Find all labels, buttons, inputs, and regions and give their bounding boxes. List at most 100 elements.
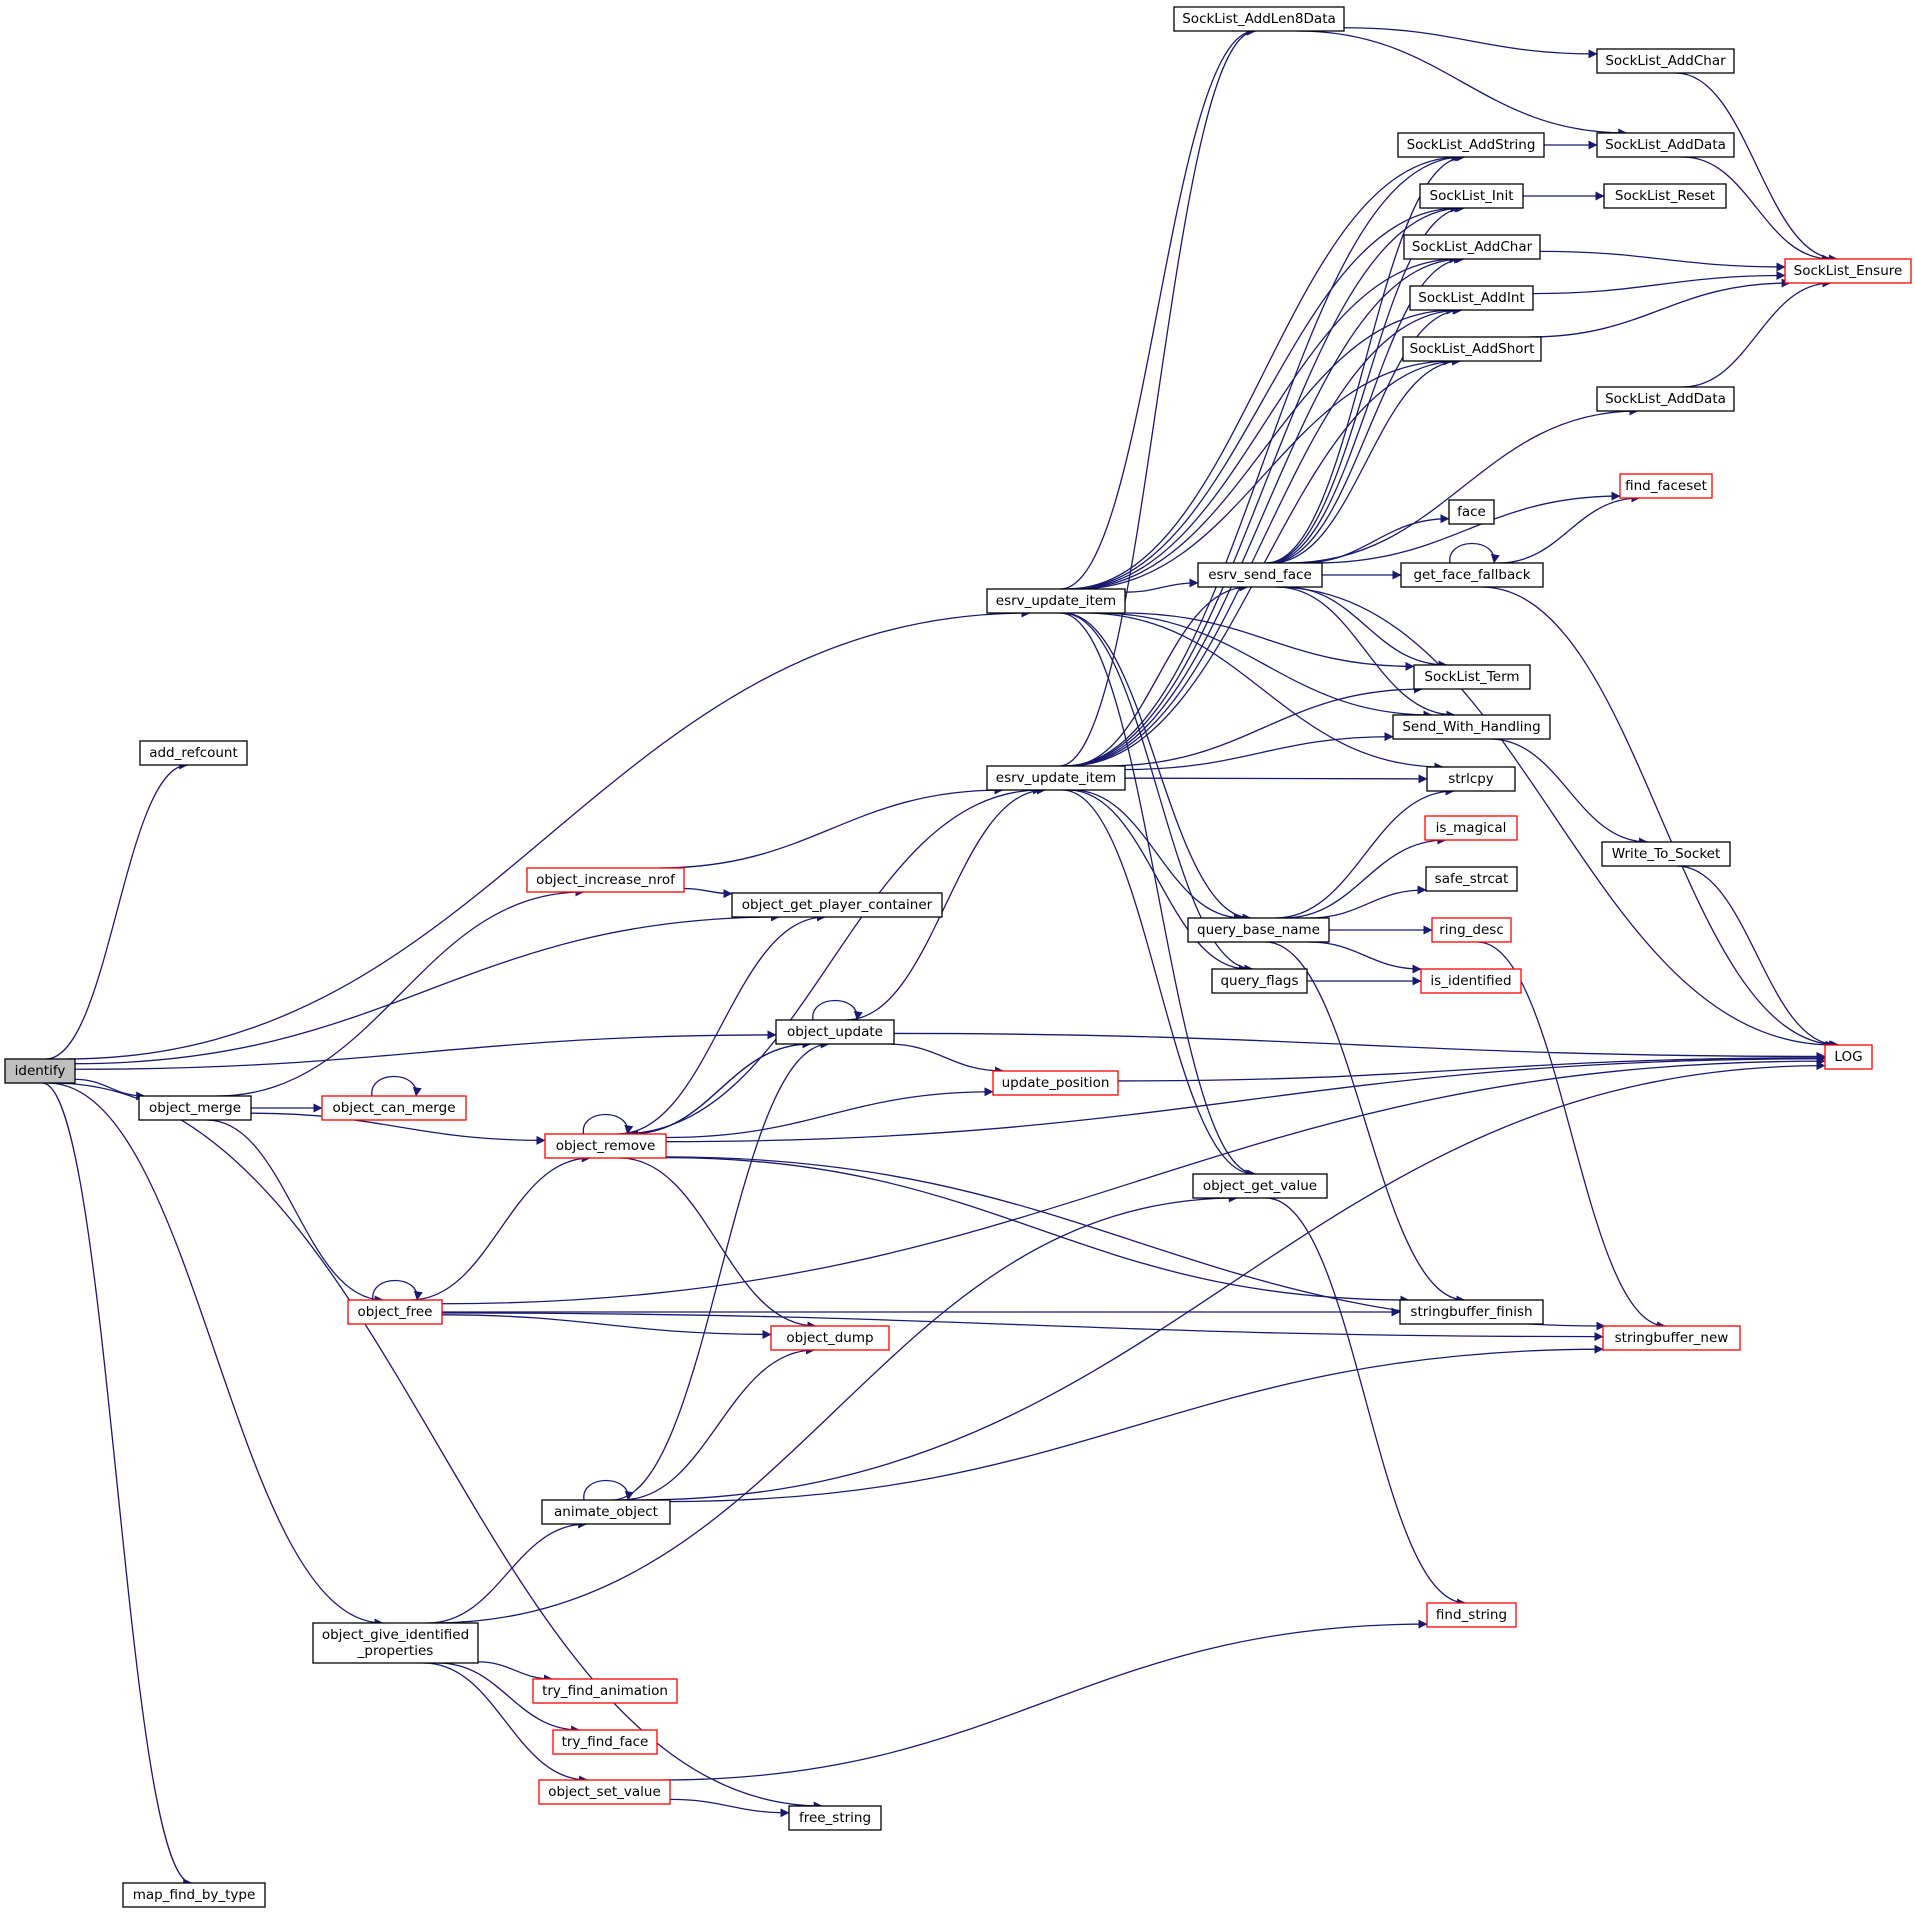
- node-label: ring_desc: [1439, 922, 1504, 938]
- node-object-merge[interactable]: object_merge: [138, 1095, 252, 1121]
- edge-animate-object-to-stringbuffer-new: [669, 1344, 1604, 1503]
- node-update-position[interactable]: update_position: [992, 1070, 1119, 1096]
- node-identify[interactable]: identify: [4, 1058, 76, 1084]
- node-box: [1425, 866, 1518, 892]
- edge-object-increase-nrof-to-esrv-update-item-2: [658, 785, 1004, 869]
- node-try-find-animation[interactable]: try_find_animation: [532, 1678, 678, 1704]
- edge-query-base-name-to-safe-strcat: [1308, 885, 1427, 919]
- node-socklist-addlen8data[interactable]: SockList_AddLen8Data: [1173, 6, 1345, 32]
- node-label: face: [1457, 504, 1486, 520]
- edge-query-base-name-to-is-magical: [1283, 835, 1447, 919]
- node-box: [1403, 234, 1541, 260]
- node-label: LOG: [1834, 1049, 1862, 1065]
- node-esrv-update-item-1[interactable]: esrv_update_item: [986, 588, 1126, 614]
- node-label: SockList_AddLen8Data: [1182, 11, 1336, 27]
- node-send-with-handling[interactable]: Send_With_Handling: [1392, 714, 1551, 740]
- node-esrv-send-face[interactable]: esrv_send_face: [1197, 562, 1323, 588]
- edge-esrv-update-item-2-to-socklist-init: [1064, 203, 1464, 767]
- edge-write-to-socket-to-log: [1676, 865, 1839, 1050]
- node-object-increase-nrof[interactable]: object_increase_nrof: [526, 867, 685, 893]
- node-label: esrv_send_face: [1208, 567, 1312, 583]
- node-try-find-face[interactable]: try_find_face: [552, 1729, 658, 1755]
- edge-object-free-to-log: [441, 1056, 1826, 1305]
- node-box: [138, 1095, 252, 1121]
- edge-identify-to-object-merge: [74, 1078, 146, 1101]
- node-label: object_set_value: [548, 1784, 661, 1800]
- node-box: [1409, 285, 1534, 311]
- node-ring-desc[interactable]: ring_desc: [1431, 917, 1512, 943]
- node-query-base-name[interactable]: query_base_name: [1187, 917, 1330, 943]
- node-label: SockList_AddInt: [1418, 290, 1524, 306]
- edge-object-update-to-update-position: [886, 1043, 1005, 1076]
- node-object-free[interactable]: object_free: [347, 1299, 443, 1325]
- edge-object-update-to-object-update: [812, 1000, 863, 1021]
- node-box: [1392, 714, 1551, 740]
- edge-get-face-fallback-to-get-face-fallback: [1449, 543, 1500, 564]
- node-box: [1413, 664, 1531, 690]
- node-layer: identifyadd_refcountesrv_update_itemesrv…: [4, 6, 1912, 1908]
- node-socklist-ensure[interactable]: SockList_Ensure: [1784, 258, 1912, 284]
- node-box: [122, 1882, 266, 1908]
- node-label: object_get_player_container: [742, 897, 933, 913]
- node-socklist-addchar-top[interactable]: SockList_AddChar: [1596, 48, 1735, 74]
- node-add-refcount[interactable]: add_refcount: [139, 740, 248, 766]
- node-get-face-fallback[interactable]: get_face_fallback: [1400, 562, 1544, 588]
- edge-esrv-update-item-2-to-object-get-value: [1061, 789, 1255, 1179]
- edge-object-update-to-esrv-update-item-2: [845, 785, 1047, 1021]
- node-box: [552, 1729, 658, 1755]
- node-socklist-addstring[interactable]: SockList_AddString: [1397, 132, 1545, 158]
- node-socklist-addint[interactable]: SockList_AddInt: [1409, 285, 1534, 311]
- node-object-can-merge[interactable]: object_can_merge: [321, 1095, 467, 1121]
- node-strlcpy[interactable]: strlcpy: [1426, 766, 1516, 792]
- node-object-give-identified-properties[interactable]: object_give_identified_properties: [312, 1622, 479, 1664]
- node-query-flags[interactable]: query_flags: [1211, 968, 1308, 994]
- node-box: [312, 1622, 479, 1664]
- node-socklist-reset[interactable]: SockList_Reset: [1603, 183, 1727, 209]
- edge-object-merge-to-object-free: [206, 1119, 384, 1305]
- node-socklist-init[interactable]: SockList_Init: [1419, 183, 1524, 209]
- edge-esrv-update-item-2-to-socklist-addint: [1066, 305, 1462, 767]
- node-free-string[interactable]: free_string: [788, 1805, 882, 1831]
- node-socklist-adddata[interactable]: SockList_AddData: [1596, 386, 1735, 412]
- node-box: [1187, 917, 1330, 943]
- node-safe-strcat[interactable]: safe_strcat: [1425, 866, 1518, 892]
- edge-ring-desc-to-stringbuffer-new: [1477, 941, 1667, 1331]
- node-is-magical[interactable]: is_magical: [1424, 815, 1518, 841]
- node-stringbuffer-new[interactable]: stringbuffer_new: [1602, 1325, 1741, 1351]
- node-log[interactable]: LOG: [1824, 1044, 1873, 1070]
- edge-esrv-update-item-1-to-socklist-addlen8data: [1060, 26, 1256, 590]
- edge-update-position-to-log: [1117, 1053, 1826, 1082]
- node-write-to-socket[interactable]: Write_To_Socket: [1601, 841, 1731, 867]
- edge-get-face-fallback-to-find-faceset: [1498, 493, 1641, 564]
- node-map-find-by-type[interactable]: map_find_by_type: [122, 1882, 266, 1908]
- node-box: [544, 1133, 667, 1159]
- node-box: [1402, 336, 1542, 362]
- node-find-faceset[interactable]: find_faceset: [1619, 473, 1713, 499]
- edge-esrv-send-face-to-socklist-addchar: [1267, 254, 1465, 564]
- node-object-dump[interactable]: object_dump: [770, 1325, 890, 1351]
- edge-get-face-fallback-to-log: [1481, 586, 1840, 1050]
- node-label: SockList_Init: [1430, 188, 1514, 204]
- node-is-identified[interactable]: is_identified: [1420, 968, 1522, 994]
- node-label: _properties: [357, 1643, 434, 1659]
- node-box: [1211, 968, 1308, 994]
- node-object-get-player-container[interactable]: object_get_player_container: [731, 892, 943, 918]
- node-socklist-adddata-top[interactable]: SockList_AddData: [1596, 132, 1735, 158]
- node-socklist-term[interactable]: SockList_Term: [1413, 664, 1531, 690]
- node-socklist-addchar[interactable]: SockList_AddChar: [1403, 234, 1541, 260]
- node-face[interactable]: face: [1448, 499, 1495, 525]
- node-box: [1400, 562, 1544, 588]
- node-esrv-update-item-2[interactable]: esrv_update_item: [986, 765, 1126, 791]
- node-object-remove[interactable]: object_remove: [544, 1133, 667, 1159]
- node-find-string[interactable]: find_string: [1426, 1602, 1517, 1628]
- node-object-get-value[interactable]: object_get_value: [1192, 1173, 1328, 1199]
- node-stringbuffer-finish[interactable]: stringbuffer_finish: [1399, 1299, 1544, 1325]
- edge-esrv-send-face-to-find-faceset: [1314, 491, 1621, 564]
- node-object-set-value[interactable]: object_set_value: [538, 1779, 671, 1805]
- node-object-update[interactable]: object_update: [775, 1019, 895, 1045]
- edge-send-with-handling-to-write-to-socket: [1489, 738, 1649, 847]
- node-socklist-addshort[interactable]: SockList_AddShort: [1402, 336, 1542, 362]
- node-animate-object[interactable]: animate_object: [541, 1499, 671, 1525]
- node-label: SockList_AddData: [1605, 391, 1726, 407]
- edge-object-remove-to-update-position: [665, 1087, 994, 1139]
